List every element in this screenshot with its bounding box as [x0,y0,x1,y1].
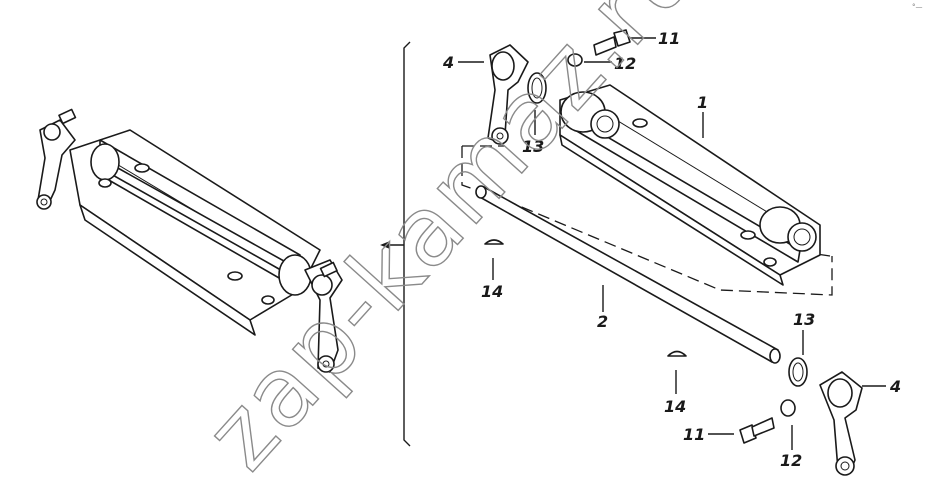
shaft-position-dashed-outline [461,145,833,296]
part-13-washer-top [527,72,547,104]
part-4-lever-bottom [819,371,863,476]
callout-11-top: 11 [658,29,680,48]
exploded-view-bracket [380,41,411,447]
callout-14-top: 14 [481,282,503,301]
part-12-lockwasher-bottom [780,399,796,417]
callout-13-bottom: 13 [793,310,815,329]
callout-12-top: 12 [614,54,636,73]
callout-11-bottom: 11 [683,425,705,444]
callout-4-bottom: 4 [889,377,901,396]
callout-2: 2 [597,312,608,331]
part-11-bolt-bottom [739,417,775,444]
leader-lines [458,37,886,450]
callout-13-top: 13 [522,137,544,156]
part-12-lockwasher-top [567,53,583,67]
callout-4-top: 4 [442,53,454,72]
part-1-bracket [559,84,821,286]
part-14-key-top [484,239,504,245]
part-14-key-bottom [667,350,687,357]
assembled-shaft-unit [36,108,343,373]
corner-mark: °— [912,3,923,11]
callout-12-bottom: 12 [780,451,802,470]
part-11-bolt-top [593,29,631,56]
part-13-washer-bottom [788,357,808,387]
part-2-shaft [475,185,781,364]
callout-1: 1 [697,93,708,112]
callout-14-bottom: 14 [664,397,686,416]
part-4-lever-top [487,44,529,145]
